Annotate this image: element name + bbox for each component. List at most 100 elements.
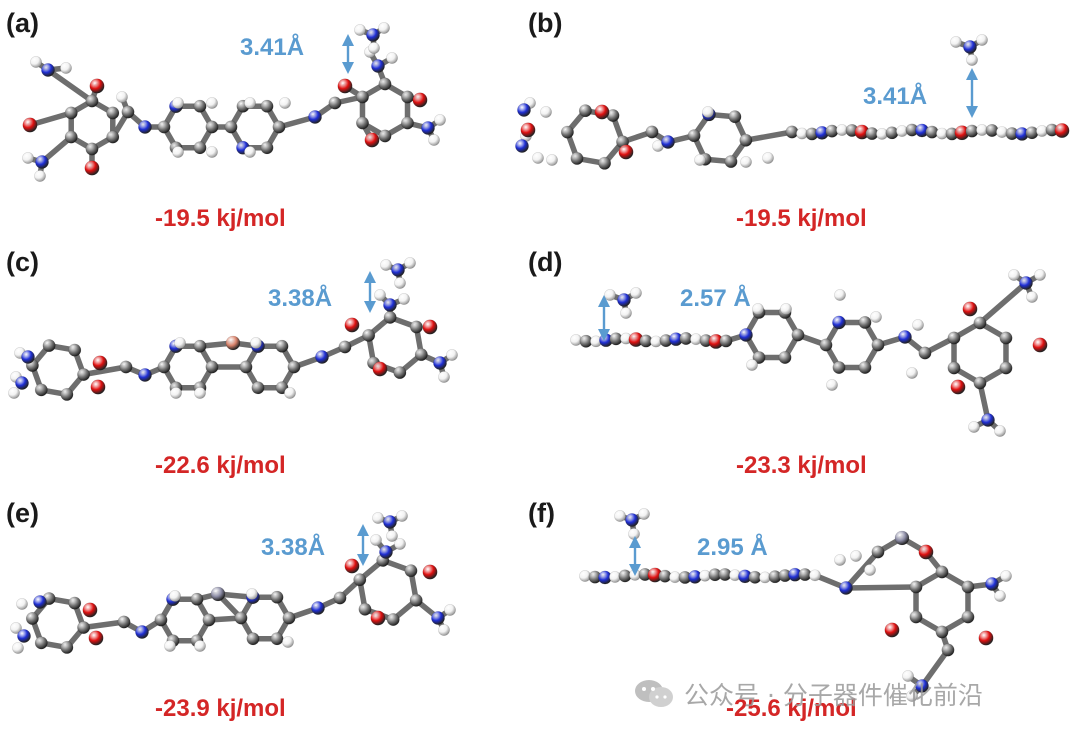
panel-label-d: (d) (528, 247, 563, 277)
carbon-atom (251, 381, 265, 395)
bond (743, 129, 795, 144)
molecule-f (579, 508, 1012, 702)
hydrogen-atom (60, 62, 72, 74)
carbon-atom (106, 106, 120, 120)
carbon-atom (947, 331, 961, 345)
oxygen-atom (370, 610, 386, 626)
nitrogen-atom (138, 368, 152, 382)
oxygen-atom (90, 379, 106, 395)
oxygen-atom (618, 144, 634, 160)
hydrogen-atom (250, 337, 262, 349)
nitrogen-atom (898, 330, 912, 344)
carbon-atom (918, 346, 932, 360)
carbon-atom (190, 592, 204, 606)
atoms (8, 257, 458, 401)
hydrogen-atom (374, 289, 386, 301)
hydrogen-atom (1026, 291, 1038, 303)
hydrogen-atom (826, 379, 838, 391)
panel-b: (b) 3.41Å -19.5 kj/mol (515, 0, 1080, 245)
carbon-atom (25, 611, 39, 625)
oxygen-atom (422, 319, 438, 335)
carbon-atom (270, 590, 284, 604)
hydrogen-atom (638, 508, 650, 520)
nitrogen-atom (517, 103, 531, 117)
hydrogen-atom (172, 146, 184, 158)
hydrogen-atom (850, 550, 862, 562)
carbon-atom (260, 99, 274, 113)
hydrogen-atom (864, 564, 876, 576)
carbon-atom (355, 90, 369, 104)
atoms (515, 34, 1070, 170)
carbon-atom (121, 105, 135, 119)
oxygen-atom (918, 544, 934, 560)
hydrogen-atom (398, 293, 410, 305)
hydrogen-atom (372, 512, 384, 524)
carbon-atom (34, 636, 48, 650)
bond (45, 67, 95, 104)
carbon-atom (578, 104, 592, 118)
hydrogen-atom (394, 538, 406, 550)
carbon-atom (858, 315, 872, 329)
bond (843, 584, 919, 591)
carbon-atom (401, 90, 415, 104)
nitrogen-atom (391, 263, 405, 277)
carbon-atom (64, 130, 78, 144)
carbon-atom (885, 126, 899, 140)
carbon-atom (338, 340, 352, 354)
hydrogen-atom (8, 387, 20, 399)
carbon-atom (598, 156, 612, 170)
hydrogen-atom (370, 534, 382, 546)
carbon-atom (378, 129, 392, 143)
nitrogen-atom (366, 28, 380, 42)
nitrogen-atom (17, 629, 31, 643)
nitrogen-atom (15, 376, 29, 390)
nitrogen-atom (617, 293, 631, 307)
energy-label-c: -22.6 kj/mol (155, 452, 286, 479)
hydrogen-atom (172, 97, 184, 109)
carbon-atom (973, 376, 987, 390)
nitrogen-atom (21, 350, 35, 364)
carbon-atom (157, 120, 171, 134)
hydrogen-atom (434, 114, 446, 126)
carbon-atom (154, 613, 168, 627)
hydrogen-atom (540, 106, 552, 118)
carbon-atom (409, 593, 423, 607)
nitrogen-atom (311, 601, 325, 615)
hydrogen-atom (968, 421, 980, 433)
carbon-atom (77, 368, 91, 382)
hydrogen-atom (1034, 269, 1046, 281)
carbon-atom (68, 343, 82, 357)
hydrogen-atom (1008, 269, 1020, 281)
hydrogen-atom (284, 387, 296, 399)
hydrogen-atom (994, 425, 1006, 437)
panel-label-f: (f) (528, 498, 555, 528)
oxygen-atom (950, 379, 966, 395)
carbon-atom (224, 120, 238, 134)
hydrogen-atom (912, 319, 924, 331)
carbon-atom (246, 632, 260, 646)
bonds (564, 37, 1065, 167)
molecule-e (10, 510, 456, 654)
oxygen-atom (88, 630, 104, 646)
panel-label-a: (a) (6, 8, 39, 38)
nitrogen-atom (35, 155, 49, 169)
hydrogen-atom (386, 530, 398, 542)
oxygen-atom (337, 78, 353, 94)
nitrogen-atom (515, 139, 529, 153)
bonds (582, 511, 1009, 699)
hydrogen-atom (976, 34, 988, 46)
nitrogen-atom (915, 679, 929, 693)
hydrogen-atom (16, 598, 28, 610)
nitrogen-atom (433, 356, 447, 370)
distance-label-a: 3.41Å (240, 34, 305, 61)
carbon-atom (202, 613, 216, 627)
carbon-atom (961, 610, 975, 624)
carbon-atom (383, 310, 397, 324)
carbon-atom (724, 155, 738, 169)
molecule-a (22, 22, 446, 182)
hydrogen-atom (170, 387, 182, 399)
hydrogen-atom (906, 690, 918, 702)
panel-f: (f) 2.95 Å -25.6 kj/mol (528, 490, 1080, 735)
carbon-atom (871, 338, 885, 352)
